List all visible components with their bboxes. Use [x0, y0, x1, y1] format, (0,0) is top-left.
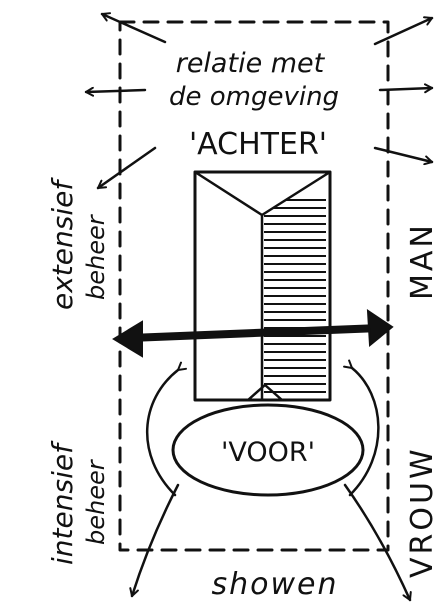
axis-double-arrow: [114, 311, 392, 356]
front-label: 'VOOR': [221, 437, 315, 468]
show-label: showen: [211, 567, 338, 602]
hatched-half: [264, 200, 326, 392]
surroundings-label-line2: de omgeving: [169, 82, 339, 112]
extensive-maintenance-line1: extensief: [46, 177, 79, 310]
arrow-left-mid: [86, 90, 145, 92]
extensive-maintenance-line2: beheer: [82, 213, 110, 300]
arrow-left-low: [98, 148, 155, 188]
man-label: MAN: [405, 222, 440, 300]
arrow-down-right: [345, 485, 410, 600]
building-figure: [195, 172, 330, 400]
surroundings-label-line1: relatie met: [176, 48, 326, 79]
intensive-maintenance-line1: intensief: [46, 440, 79, 565]
curved-arrow-left: [147, 370, 178, 495]
arrow-right-mid: [380, 88, 432, 90]
arrow-right-low: [375, 148, 432, 162]
arrow-top-left: [102, 14, 165, 42]
woman-label: VROUW: [405, 446, 440, 578]
arrow-down-left: [132, 485, 178, 596]
back-label: 'ACHTER': [189, 127, 327, 162]
intensive-maintenance-line2: beheer: [82, 458, 110, 545]
